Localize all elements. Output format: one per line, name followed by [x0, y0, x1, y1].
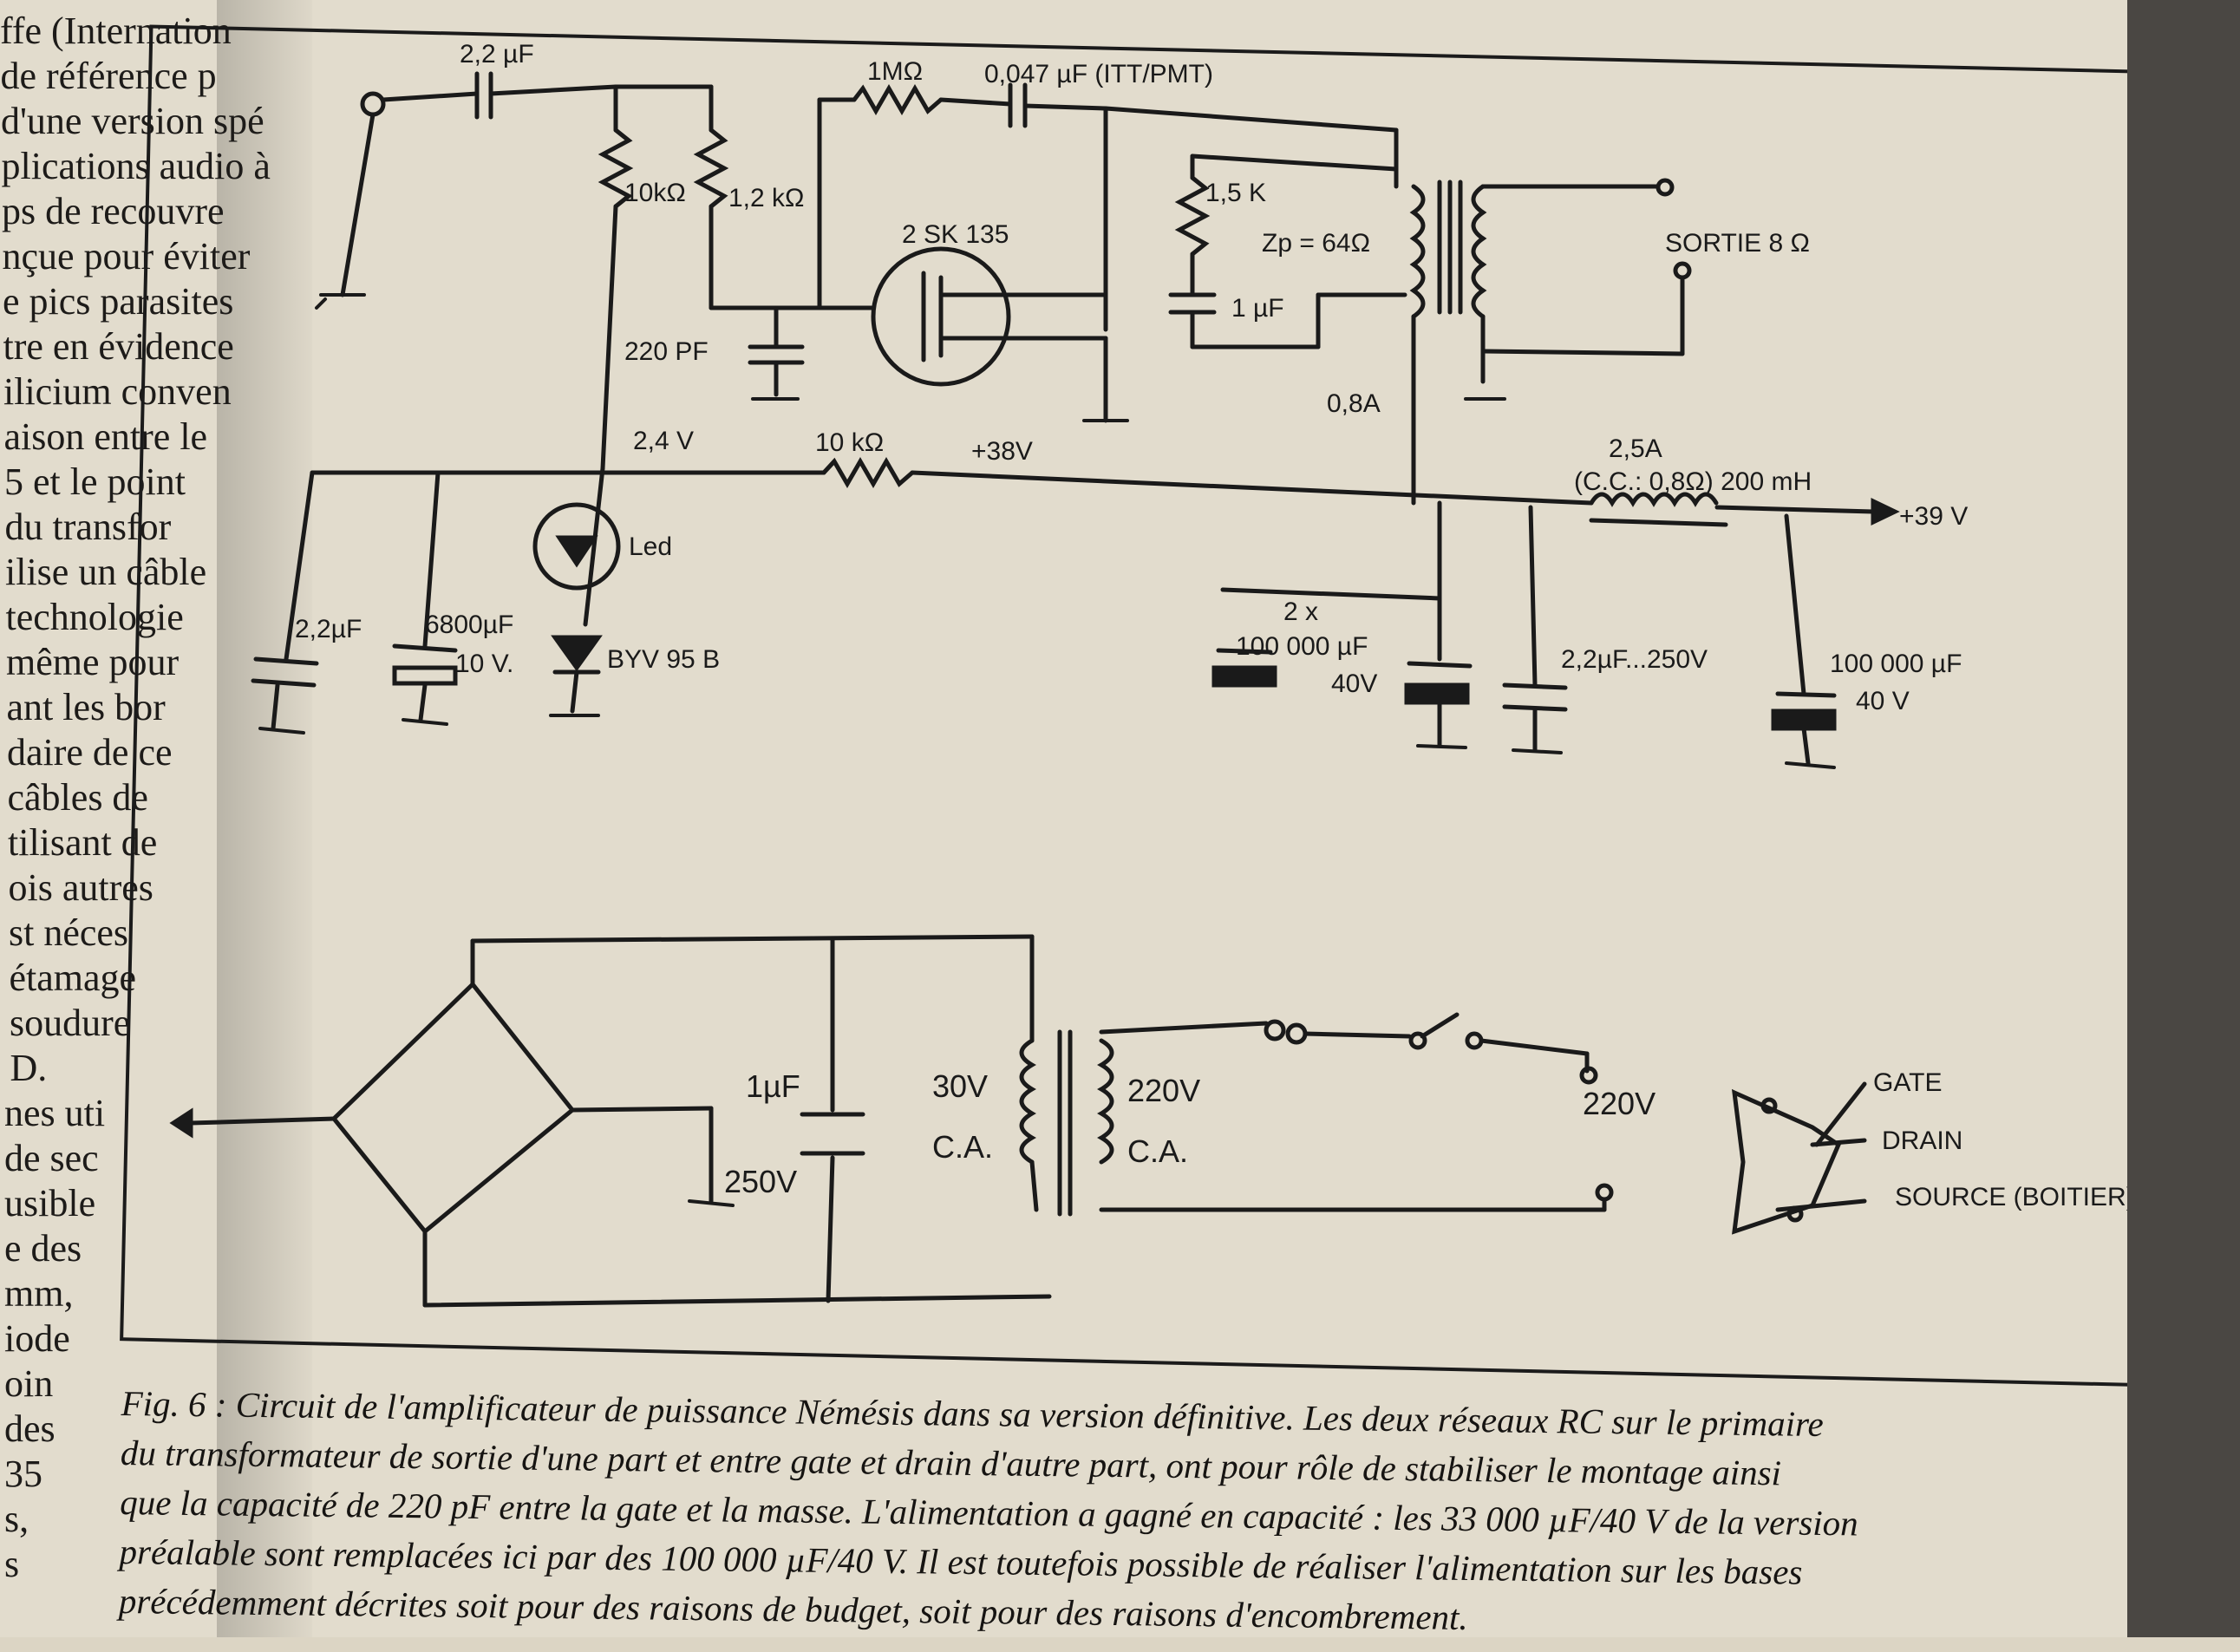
left-column-line: ant les bor — [6, 686, 166, 728]
label-c-6800: 6800µF — [425, 611, 513, 639]
desk-background — [2127, 0, 2240, 1637]
page-gutter — [217, 0, 312, 1637]
left-column-line: étamage — [9, 957, 137, 999]
input-jack — [360, 91, 386, 117]
left-column-line: tre en évidence — [3, 325, 234, 368]
left-column-line: d'une version spé — [1, 100, 264, 142]
label-fet: 2 SK 135 — [902, 220, 1009, 249]
label-c-input: 2,2 µF — [460, 40, 534, 69]
left-column-line: même pour — [6, 641, 180, 683]
label-c-1uf: 1 µF — [1231, 294, 1284, 323]
left-column-line: iode — [4, 1317, 70, 1360]
label-c-100k-a: 100 000 µF — [1236, 632, 1368, 661]
label-r-1m: 1MΩ — [867, 57, 923, 86]
left-column-line: s — [4, 1543, 20, 1585]
left-column-line: e pics parasites — [3, 280, 234, 323]
left-column-line: câbles de — [7, 776, 148, 819]
left-column-line: st néces — [9, 911, 129, 954]
label-choke: (C.C.: 0,8Ω) 200 mH — [1574, 467, 1812, 496]
left-column-line: e des — [4, 1227, 82, 1270]
figure-caption: Fig. 6 : Circuit de l'amplificateur de p… — [119, 1379, 2220, 1652]
left-column-line: ilise un câble — [5, 551, 207, 593]
left-column-line: 35 — [4, 1453, 42, 1495]
label-led: Led — [629, 532, 672, 561]
left-column-line: du transfor — [4, 506, 172, 548]
left-column-line: de sec — [4, 1137, 99, 1179]
left-column-line: soudure — [10, 1002, 131, 1044]
left-column-line: s, — [4, 1498, 29, 1540]
left-column-line: ois autres — [8, 866, 153, 909]
left-column-line: mm, — [4, 1272, 74, 1315]
label-c-1uf-b: 1µF — [746, 1068, 800, 1104]
label-v-250: 250V — [724, 1164, 797, 1199]
left-column-line: D. — [10, 1047, 48, 1089]
label-c-220pf: 220 PF — [624, 337, 709, 366]
left-column-line: de référence p — [0, 55, 217, 97]
fet-symbol — [871, 246, 1011, 387]
label-v-39: +39 V — [1899, 502, 1968, 531]
label-v-40-b: 40 V — [1856, 687, 1910, 715]
label-zp: Zp = 64Ω — [1262, 229, 1370, 258]
label-r-1k5: 1,5 K — [1205, 179, 1266, 207]
left-column-line: tilisant de — [8, 821, 158, 864]
label-drain: DRAIN — [1882, 1126, 1962, 1155]
label-v-220-b: 220V — [1583, 1086, 1656, 1121]
label-v-30: 30V — [932, 1068, 988, 1104]
label-v-38: +38V — [971, 437, 1033, 466]
label-r-10k-b: 10 kΩ — [815, 428, 884, 457]
left-column-line: 5 et le point — [4, 460, 186, 503]
schematic-labels: 2,2 µF 10kΩ 1,2 kΩ 1MΩ 0,047 µF (ITT/PMT… — [295, 40, 2135, 1211]
label-gate: GATE — [1873, 1068, 1942, 1097]
label-i-08: 0,8A — [1327, 389, 1381, 418]
label-diode: BYV 95 B — [607, 645, 720, 674]
label-source: SOURCE (BOITIER) — [1895, 1183, 2135, 1211]
label-r-10k: 10kΩ — [624, 179, 686, 207]
left-column-line: technologie — [5, 596, 184, 638]
label-v-24: 2,4 V — [633, 427, 694, 455]
left-column-line: oin — [4, 1362, 54, 1405]
left-column-line: ps de recouvre — [2, 190, 225, 232]
left-column-line: nçue pour éviter — [2, 235, 251, 278]
left-column-line: plications audio à — [1, 145, 271, 187]
label-c-22: 2,2µF — [295, 615, 362, 643]
left-column-line: usible — [4, 1182, 96, 1224]
left-column-line: ilicium conven — [3, 370, 232, 413]
label-c-0047: 0,047 µF (ITT/PMT) — [984, 60, 1213, 88]
label-c-22-250: 2,2µF...250V — [1561, 645, 1708, 674]
left-column-line: ffe (Internation — [0, 10, 232, 52]
left-column-line: nes uti — [4, 1092, 106, 1134]
left-column-line: daire de ce — [7, 731, 173, 774]
label-c-2x: 2 x — [1283, 597, 1318, 626]
label-sortie: SORTIE 8 Ω — [1665, 229, 1810, 258]
label-ca-1: C.A. — [932, 1129, 993, 1165]
left-column-line: des — [4, 1407, 56, 1450]
label-v-220-a: 220V — [1127, 1073, 1200, 1108]
label-ca-2: C.A. — [1127, 1133, 1188, 1169]
label-c-100k-b: 100 000 µF — [1830, 650, 1962, 678]
label-v-40-a: 40V — [1331, 669, 1377, 698]
label-v-10: 10 V. — [455, 650, 513, 678]
label-r-1k2: 1,2 kΩ — [728, 184, 804, 212]
label-i-25: 2,5A — [1609, 434, 1662, 463]
left-column-line: aison entre le — [3, 415, 208, 458]
